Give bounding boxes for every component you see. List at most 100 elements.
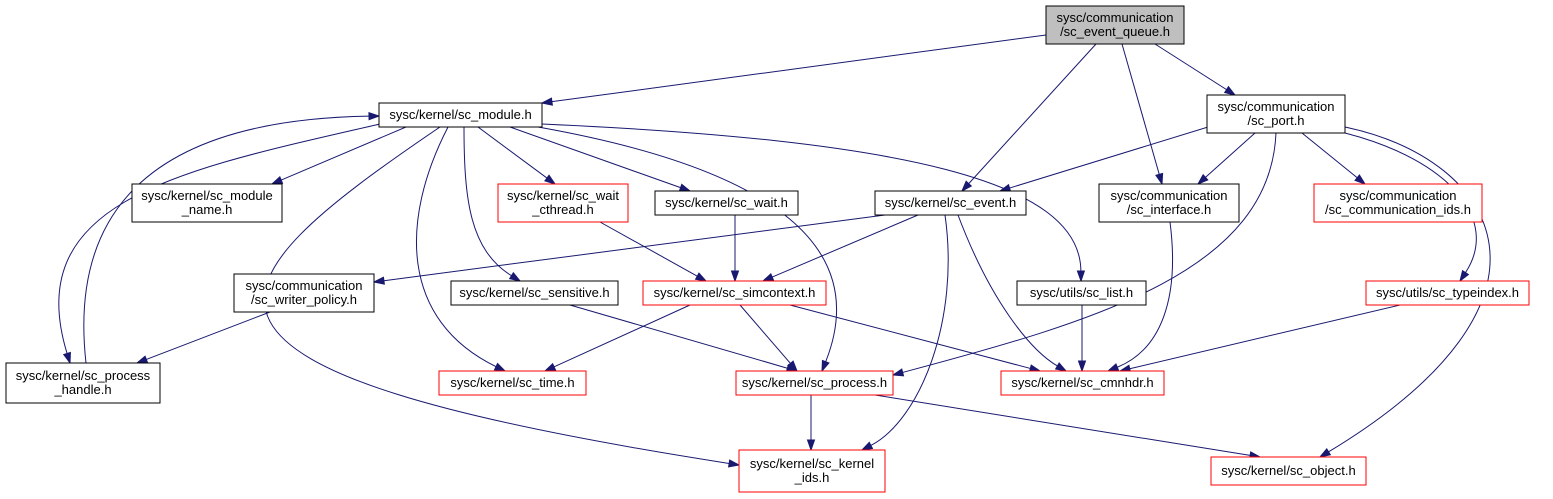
node-label-line: /sc_writer_policy.h xyxy=(251,292,357,307)
node-box[interactable] xyxy=(1210,456,1367,486)
edge-module-to-kernel_ids xyxy=(263,126,741,468)
node-label-line: _name.h xyxy=(181,202,233,217)
node-kernel-ids[interactable]: sysc/kernel/sc_kernel_ids.h xyxy=(738,449,886,493)
edge-arrowhead xyxy=(1076,270,1086,283)
edge-arrowhead xyxy=(508,271,522,282)
node-time[interactable]: sysc/kernel/sc_time.h xyxy=(438,370,587,396)
edge-event_queue-to-module xyxy=(540,34,1047,106)
node-label-line: sysc/kernel/sc_event.h xyxy=(885,195,1017,210)
edge-line xyxy=(58,123,381,354)
edge-line xyxy=(1117,221,1173,368)
edge-arrowhead xyxy=(368,111,381,121)
node-box[interactable] xyxy=(735,370,894,396)
edge-arrowhead xyxy=(1459,269,1470,283)
node-box[interactable] xyxy=(1313,183,1483,223)
edge-arrowhead xyxy=(270,176,284,185)
node-box[interactable] xyxy=(1000,370,1165,396)
edge-process-to-object xyxy=(874,394,1262,460)
edge-arrowhead xyxy=(960,180,973,193)
node-box[interactable] xyxy=(642,280,827,306)
node-typeindex[interactable]: sysc/utils/sc_typeindex.h xyxy=(1365,280,1530,306)
node-module[interactable]: sysc/kernel/sc_module.h xyxy=(378,102,543,128)
node-event-queue[interactable]: sysc/communication/sc_event_queue.h xyxy=(1045,5,1185,45)
node-box[interactable] xyxy=(497,183,629,223)
node-label-line: /sc_port.h xyxy=(1247,113,1304,128)
node-process[interactable]: sysc/kernel/sc_process.h xyxy=(735,370,894,396)
edges-layer xyxy=(58,34,1491,468)
edge-line xyxy=(874,394,1251,456)
node-box[interactable] xyxy=(874,190,1027,216)
node-object[interactable]: sysc/kernel/sc_object.h xyxy=(1210,456,1367,486)
node-label-line: sysc/kernel/sc_module.h xyxy=(389,107,531,122)
edge-list-to-cmnhdr xyxy=(1077,305,1087,373)
edge-module-to-time xyxy=(416,126,507,372)
node-label-line: sysc/communication xyxy=(1339,188,1456,203)
node-label-line: /sc_interface.h xyxy=(1127,202,1212,217)
edge-line xyxy=(1121,43,1160,175)
edge-writer_policy-to-process_handle xyxy=(135,311,271,364)
node-port[interactable]: sysc/communication/sc_port.h xyxy=(1206,94,1346,134)
edge-arrowhead xyxy=(543,362,557,372)
node-comm-ids[interactable]: sysc/communication/sc_communication_ids.… xyxy=(1313,183,1483,223)
node-box[interactable] xyxy=(450,280,619,306)
node-box[interactable] xyxy=(1098,183,1240,223)
node-box[interactable] xyxy=(654,190,799,216)
node-label-line: _ids.h xyxy=(794,470,830,485)
node-simcontext[interactable]: sysc/kernel/sc_simcontext.h xyxy=(642,280,827,306)
node-cmnhdr[interactable]: sysc/kernel/sc_cmnhdr.h xyxy=(1000,370,1165,396)
edge-event-to-simcontext xyxy=(761,214,919,282)
node-box[interactable] xyxy=(1016,280,1147,306)
node-process-handle[interactable]: sysc/kernel/sc_process_handle.h xyxy=(5,362,161,404)
node-label-line: sysc/kernel/sc_cmnhdr.h xyxy=(1011,375,1153,390)
edge-arrowhead xyxy=(786,360,798,373)
node-wait[interactable]: sysc/kernel/sc_wait.h xyxy=(654,190,799,216)
edge-simcontext-to-time xyxy=(543,304,691,372)
node-sensitive[interactable]: sysc/kernel/sc_sensitive.h xyxy=(450,280,619,306)
edge-line xyxy=(553,304,691,368)
node-box[interactable] xyxy=(131,183,283,223)
edge-arrowhead xyxy=(1054,362,1068,372)
edge-arrowhead xyxy=(730,270,740,283)
node-interface[interactable]: sysc/communication/sc_interface.h xyxy=(1098,183,1240,223)
edge-arrowhead xyxy=(821,359,830,373)
node-box[interactable] xyxy=(5,362,161,404)
edge-wait_cthread-to-simcontext xyxy=(599,221,708,282)
edge-line xyxy=(870,214,949,446)
node-label-line: sysc/kernel/sc_kernel xyxy=(750,456,874,471)
node-box[interactable] xyxy=(438,370,587,396)
node-module-name[interactable]: sysc/kernel/sc_module_name.h xyxy=(131,183,283,223)
edge-port-to-object xyxy=(1318,126,1491,458)
edge-line xyxy=(263,126,730,464)
node-list[interactable]: sysc/utils/sc_list.h xyxy=(1016,280,1147,306)
node-wait-cthread[interactable]: sysc/kernel/sc_wait_cthread.h xyxy=(497,183,629,223)
edge-arrowhead xyxy=(1106,363,1120,372)
edge-arrowhead xyxy=(678,183,692,192)
node-writer-policy[interactable]: sysc/communication/sc_writer_policy.h xyxy=(233,273,375,313)
edge-line xyxy=(1009,126,1209,189)
node-label-line: sysc/kernel/sc_wait.h xyxy=(665,195,788,210)
node-label-line: sysc/utils/sc_typeindex.h xyxy=(1376,285,1519,300)
node-box[interactable] xyxy=(1045,5,1185,45)
node-box[interactable] xyxy=(1365,280,1530,306)
edge-process_handle-to-module xyxy=(83,111,381,364)
edge-line xyxy=(902,132,1277,373)
edge-event-to-kernel_ids xyxy=(860,214,949,451)
node-box[interactable] xyxy=(233,273,375,313)
edge-line xyxy=(83,115,370,364)
edge-module-to-wait_cthread xyxy=(477,126,557,185)
edge-line xyxy=(477,126,548,179)
edge-arrowhead xyxy=(860,441,874,451)
edge-line xyxy=(537,126,838,362)
edge-line xyxy=(968,43,1097,184)
node-box[interactable] xyxy=(1206,94,1346,134)
edge-line xyxy=(1205,132,1256,178)
edge-module-to-list xyxy=(541,123,1086,283)
edge-arrowhead xyxy=(1155,172,1164,186)
node-event[interactable]: sysc/kernel/sc_event.h xyxy=(874,190,1027,216)
node-box[interactable] xyxy=(738,449,886,493)
edge-module-to-wait xyxy=(509,126,692,192)
edge-port-to-comm_ids xyxy=(1301,132,1367,185)
node-box[interactable] xyxy=(378,102,543,128)
node-label-line: sysc/communication xyxy=(245,278,362,293)
